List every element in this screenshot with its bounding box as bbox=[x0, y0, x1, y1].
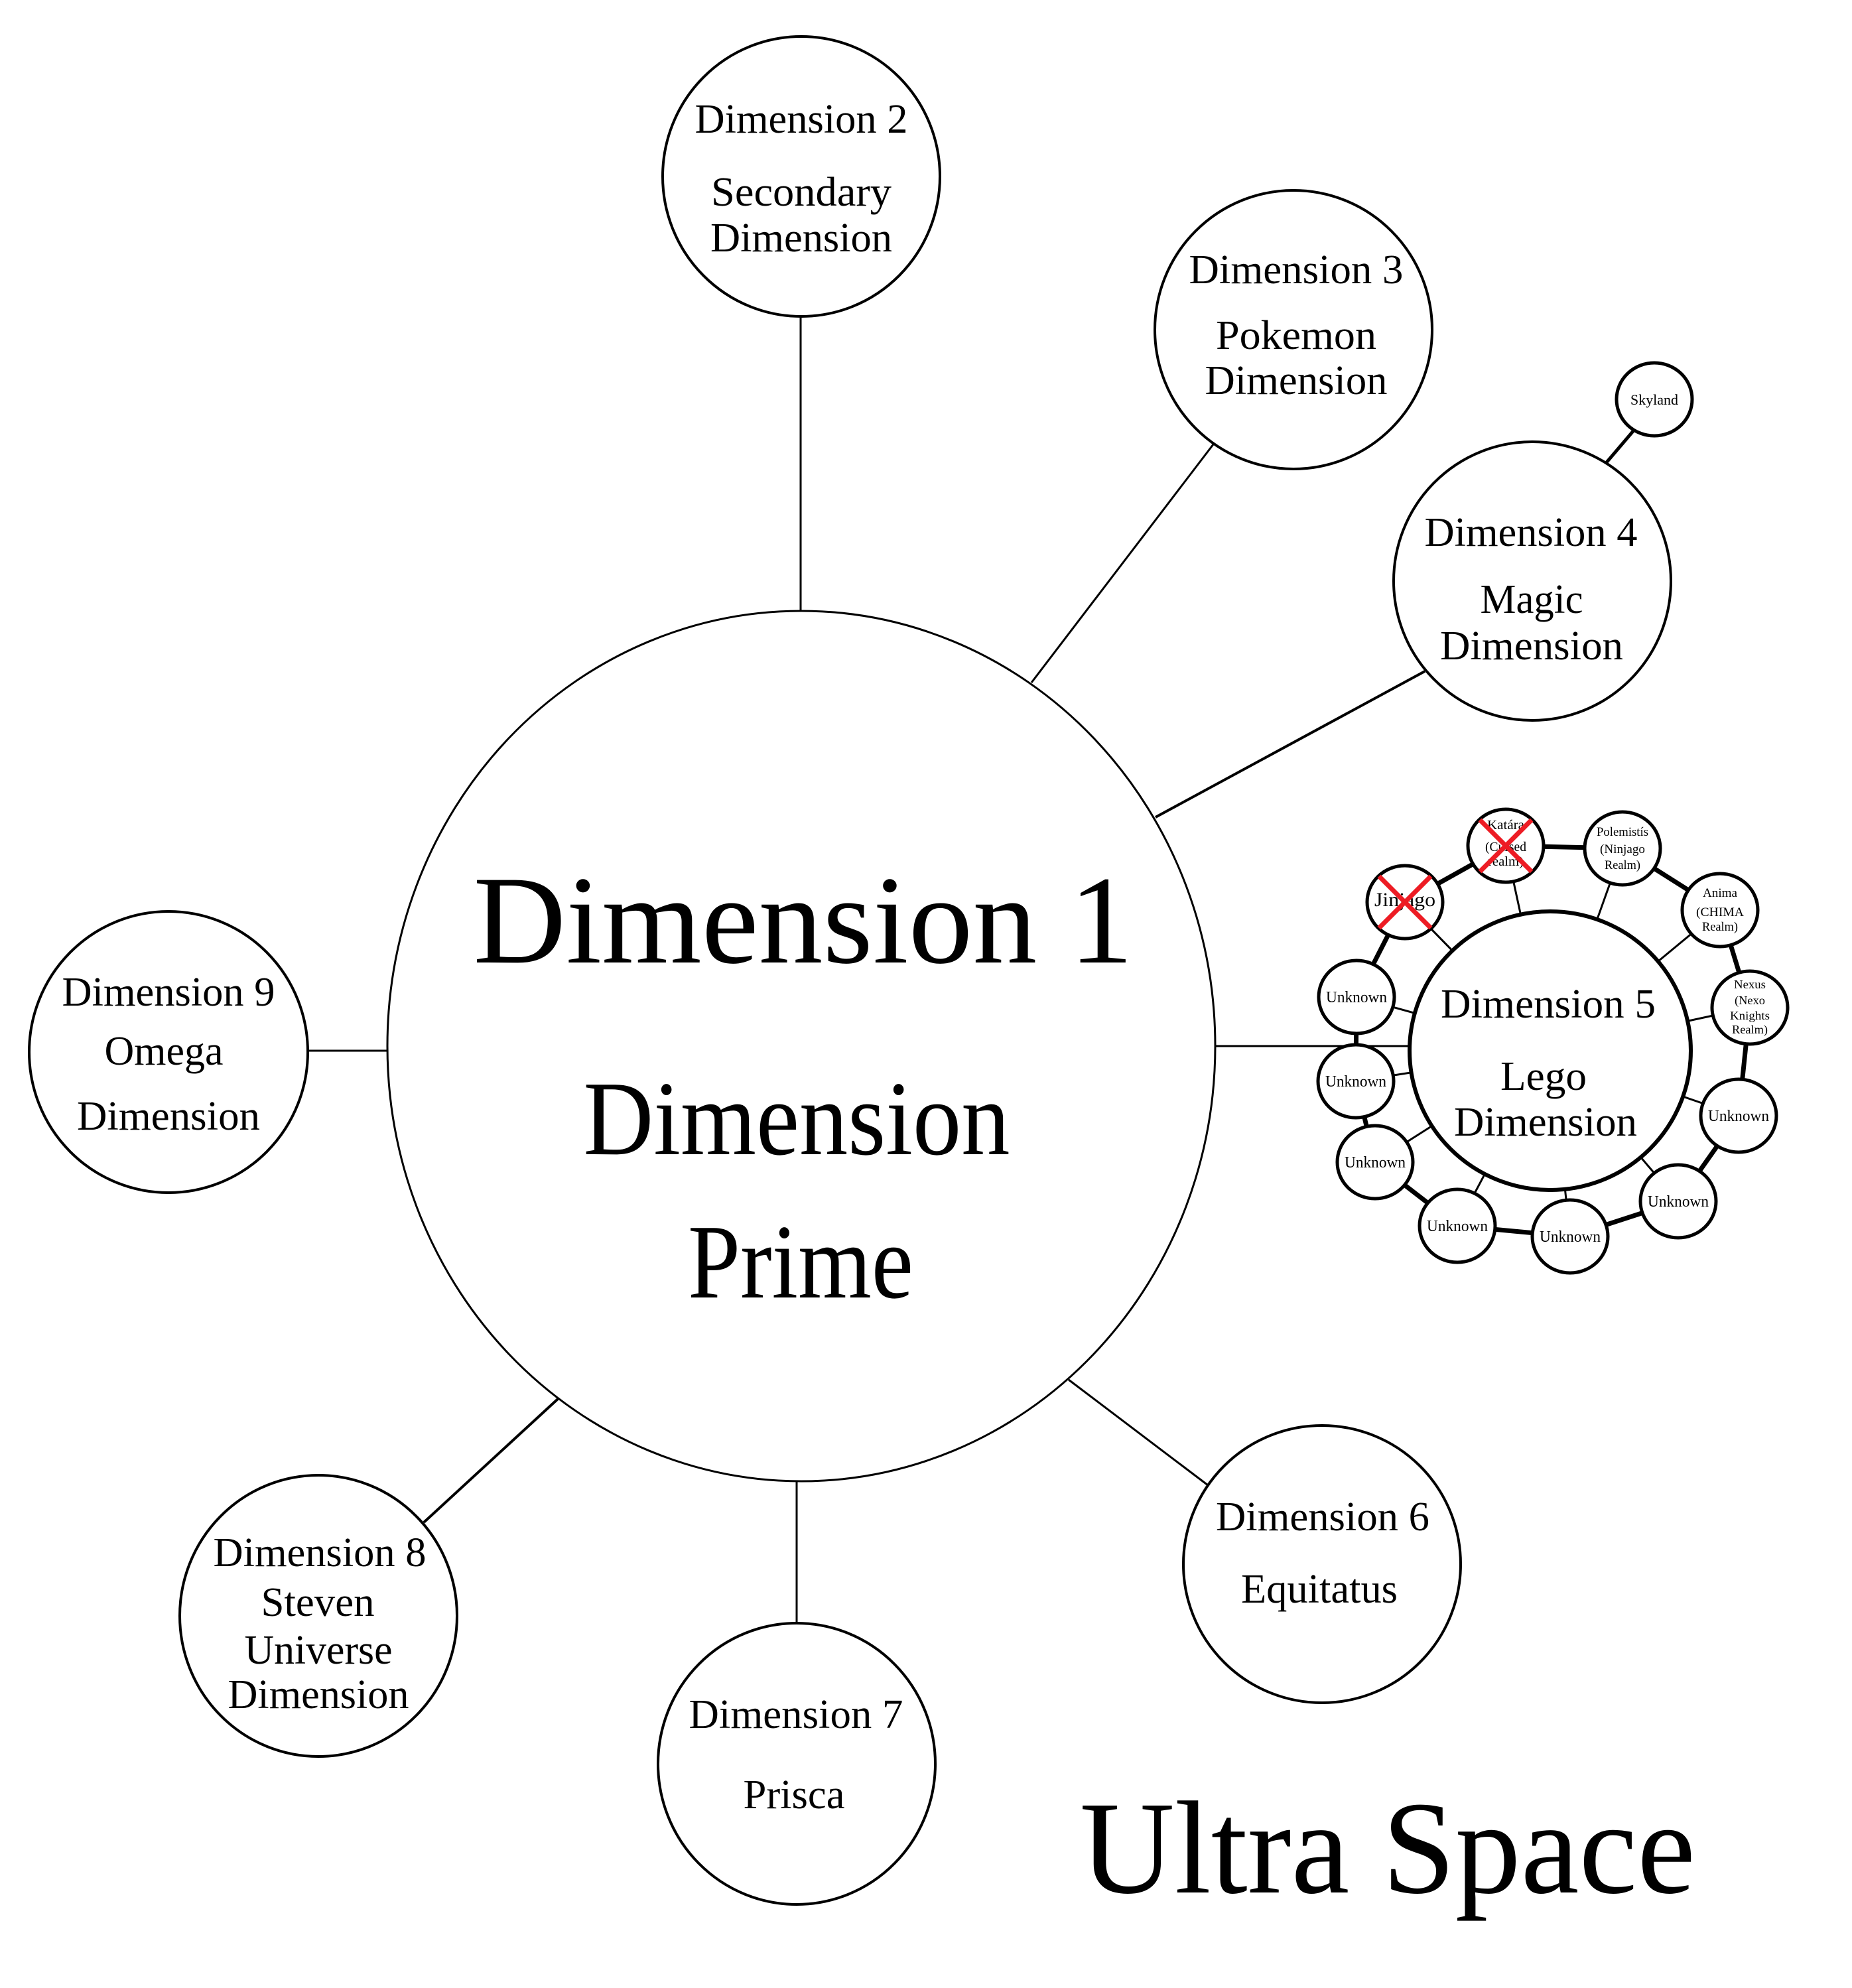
node-circle bbox=[1335, 1124, 1415, 1201]
node-circle bbox=[661, 35, 941, 318]
node-label-line: Dimension 4 bbox=[1425, 510, 1638, 555]
node-label-line: Polemistís bbox=[1597, 825, 1648, 839]
node-label-line: Realm) bbox=[1605, 858, 1640, 872]
node-label-line: (CHIMA bbox=[1696, 905, 1744, 919]
node-circle bbox=[1680, 872, 1760, 949]
node-circle bbox=[178, 1474, 458, 1758]
link-d1-d4 bbox=[1155, 670, 1425, 819]
node-label-line: Dimension bbox=[710, 216, 892, 261]
node-label-line: (Nexo bbox=[1735, 994, 1765, 1008]
node-d7[interactable]: Dimension 7 Prisca bbox=[657, 1622, 937, 1906]
node-circle bbox=[657, 1622, 937, 1906]
node-unknown-4[interactable]: Unknown bbox=[1418, 1187, 1497, 1264]
node-circle bbox=[1710, 969, 1790, 1046]
node-label-line: Secondary bbox=[711, 170, 892, 215]
node-label-line: Pokemon bbox=[1216, 313, 1376, 358]
node-circle bbox=[1638, 1163, 1718, 1240]
node-circle bbox=[386, 610, 1217, 1483]
node-circle bbox=[1699, 1077, 1778, 1154]
node-label-line: Dimension 8 bbox=[214, 1530, 427, 1575]
node-label-line: Unknown bbox=[1325, 1073, 1386, 1091]
link-d1-d8 bbox=[423, 1398, 559, 1524]
node-label-line: Lego bbox=[1500, 1054, 1587, 1099]
node-label-line: Dimension 1 bbox=[474, 851, 1134, 990]
node-label-line: Dimension bbox=[1454, 1100, 1637, 1145]
node-circle bbox=[1418, 1187, 1497, 1264]
node-circle bbox=[1615, 361, 1694, 438]
connection-lines bbox=[308, 316, 1634, 1623]
link-d1-d6 bbox=[1068, 1378, 1209, 1487]
node-label-line: Katára bbox=[1487, 818, 1524, 832]
node-unknown-6[interactable]: Unknown bbox=[1316, 1043, 1396, 1120]
node-label-line: Realm) bbox=[1732, 1023, 1768, 1037]
node-label-line: Skyland bbox=[1630, 391, 1678, 408]
link-d4-skyland bbox=[1605, 430, 1634, 464]
node-unknown-7[interactable]: Unknown bbox=[1317, 959, 1396, 1035]
node-label-line: Dimension bbox=[584, 1059, 1010, 1177]
node-label-line: Realm) bbox=[1702, 920, 1738, 934]
node-label-line: (Ninjago bbox=[1600, 842, 1645, 856]
node-circle bbox=[1316, 1043, 1396, 1120]
link-d1-d3 bbox=[1030, 444, 1215, 683]
node-circle bbox=[1182, 1424, 1462, 1704]
node-label-line: Dimension bbox=[1440, 624, 1623, 669]
node-unknown-1[interactable]: Unknown bbox=[1699, 1077, 1778, 1154]
node-label-line: Dimension 2 bbox=[695, 97, 908, 142]
node-circle bbox=[1317, 959, 1396, 1035]
node-circle bbox=[28, 910, 309, 1194]
node-label-line: Steven bbox=[261, 1580, 375, 1625]
node-label-line: Unknown bbox=[1345, 1154, 1406, 1171]
node-label-line: Unknown bbox=[1540, 1228, 1601, 1246]
node-label-line: Prime bbox=[688, 1203, 913, 1321]
node-label-line: Prisca bbox=[744, 1772, 845, 1818]
node-label-line: realm) bbox=[1488, 854, 1524, 869]
node-label-line: Dimension bbox=[1205, 358, 1388, 403]
node-label-line: Dimension 5 bbox=[1441, 982, 1656, 1027]
diagram-title: Ultra Space bbox=[1080, 1775, 1695, 1922]
node-circle bbox=[1392, 440, 1672, 722]
node-label-line: Unknown bbox=[1427, 1218, 1488, 1235]
node-unknown-2[interactable]: Unknown bbox=[1638, 1163, 1718, 1240]
crossed-out-mark-icon bbox=[1377, 874, 1433, 930]
node-unknown-3[interactable]: Unknown bbox=[1530, 1198, 1610, 1275]
node-label-line: Dimension 6 bbox=[1216, 1494, 1429, 1540]
node-label-line: Unknown bbox=[1708, 1108, 1769, 1125]
node-label-line: Dimension bbox=[228, 1672, 409, 1717]
node-label-line: Magic bbox=[1481, 577, 1583, 622]
node-label-line: Dimension 9 bbox=[62, 970, 275, 1015]
node-label-line: Unknown bbox=[1648, 1193, 1709, 1211]
node-label-line: Dimension 7 bbox=[689, 1692, 903, 1737]
node-label-line: Universe bbox=[245, 1628, 393, 1673]
node-circle bbox=[1408, 909, 1693, 1192]
node-label-line: Knights bbox=[1730, 1009, 1770, 1022]
node-unknown-5[interactable]: Unknown bbox=[1335, 1124, 1415, 1201]
node-circle bbox=[1530, 1198, 1610, 1275]
node-label-line: Equitatus bbox=[1241, 1567, 1398, 1612]
node-d6[interactable]: Dimension 6 Equitatus bbox=[1182, 1424, 1462, 1704]
node-label-line: Omega bbox=[105, 1029, 224, 1074]
node-label-line: Nexus bbox=[1734, 978, 1766, 991]
node-katara[interactable]: Katára(Cursedrealm) bbox=[1466, 807, 1546, 884]
node-label-line: Unknown bbox=[1326, 989, 1387, 1006]
node-label-line: Dimension 3 bbox=[1189, 247, 1404, 293]
node-skyland[interactable]: Skyland bbox=[1615, 361, 1694, 438]
node-label-line: Anima bbox=[1703, 886, 1738, 900]
node-circle bbox=[1583, 810, 1662, 887]
node-jinjago[interactable]: Jinjago bbox=[1365, 864, 1445, 941]
crossed-out-mark-icon bbox=[1478, 818, 1534, 874]
node-circle bbox=[1154, 189, 1433, 470]
node-label-line: Dimension bbox=[77, 1094, 260, 1139]
